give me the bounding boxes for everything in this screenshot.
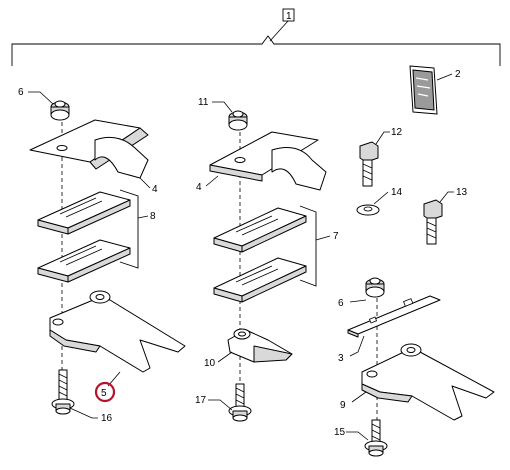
callout-4-left: 4 [152,184,158,195]
part-4-clamp-left: 4 [29,119,158,195]
part-14-washer: 14 [356,187,403,216]
part-10-guard-mid: 10 [204,328,293,369]
part-7-shims-mid: 7 [213,205,339,303]
callout-16: 16 [101,413,113,424]
part-6-nut-left: 6 [18,87,70,121]
callout-17: 17 [195,395,207,406]
callout-6-left: 6 [18,87,24,98]
callout-9: 9 [340,400,346,411]
part-15-bolt: 15 [334,419,388,457]
callout-4-mid: 4 [196,182,202,193]
part-9-guard-right: 9 [340,343,495,421]
part-11-nut: 11 [198,97,248,131]
part-6-nut-right: 6 [338,277,385,309]
callout-2: 2 [455,69,461,80]
part-3-plate: 3 [338,295,441,364]
part-8-shims-left: 8 [37,189,156,283]
part-13-bolt: 13 [423,187,468,245]
part-4-clamp-mid: 4 [196,131,327,193]
part-16-bolt-left: 16 [51,369,113,424]
callout-11: 11 [198,97,209,108]
part-2-decal: 2 [409,65,461,115]
callout-5-highlight-ring [94,381,116,403]
callout-6-right: 6 [338,298,344,309]
callout-3: 3 [338,353,344,364]
callout-10: 10 [204,358,216,369]
callout-13: 13 [456,187,468,198]
part-17-bolt: 17 [195,383,252,422]
part-5-guard-left: 5 [49,290,186,403]
callout-7: 7 [333,231,339,242]
callout-15: 15 [334,427,346,438]
callout-8: 8 [150,211,156,222]
callout-14: 14 [391,187,403,198]
assembly-bracket: 1 [11,8,501,66]
callout-1: 1 [286,11,292,22]
part-12-bolt: 12 [359,127,403,187]
callout-5: 5 [101,388,107,399]
callout-12: 12 [391,127,403,138]
